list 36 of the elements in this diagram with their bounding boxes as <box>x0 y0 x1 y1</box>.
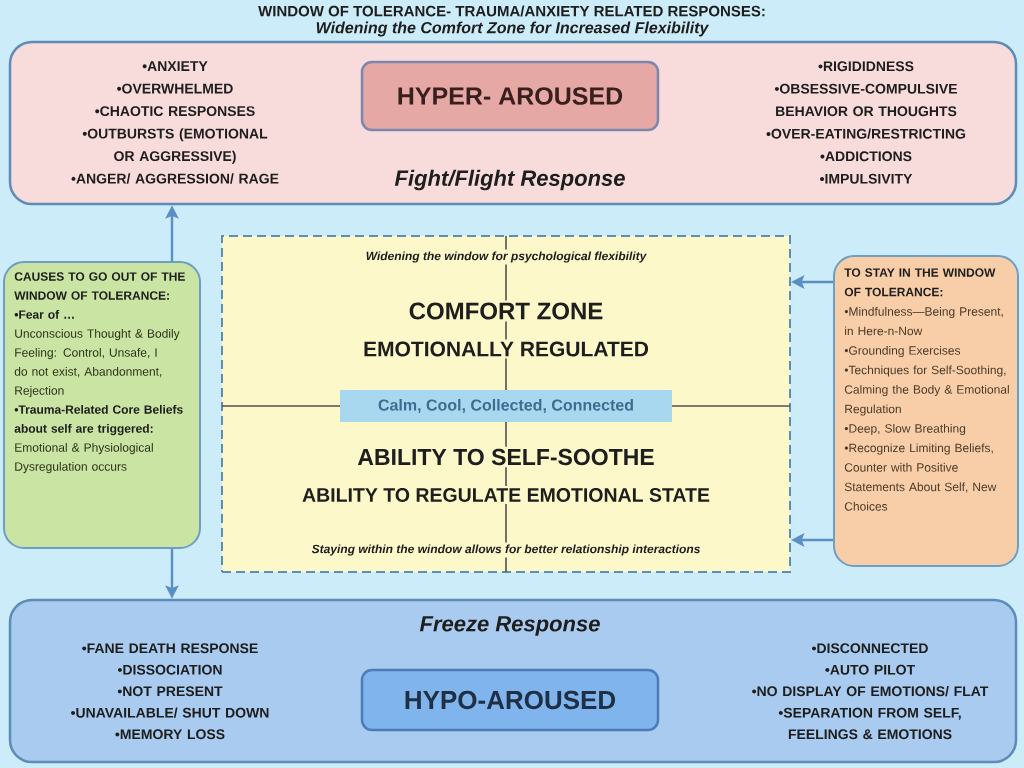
note-text: Staying within the window allows for better relationship interactions <box>309 542 703 558</box>
node-label: •RIGIDIDNESS <box>818 61 914 72</box>
node-label: •MEMORY LOSS <box>115 729 225 740</box>
zone-heading: ABILITY TO SELF-SOOTHE <box>355 446 657 468</box>
node-label: •FANE DEATH RESPONSE <box>82 643 258 654</box>
response-label: Freeze Response <box>419 616 600 636</box>
node-label: •UNAVAILABLE/ SHUT DOWN <box>71 707 269 718</box>
note-card: CAUSES TO GO OUT OF THE WINDOW OF TOLERANCE: •Fear of … Unconscious Thought & Bodily Feeling: Control, Unsafe, I do not exist, Abandonment, Rejection •Trauma-Related Core Beliefs about self are triggered: Emotional & Physiological Dysregulation occurs <box>3 261 201 549</box>
node-label: •OUTBURSTS (EMOTIONAL OR AGGRESSIVE) <box>82 128 268 164</box>
symptom-list: •FANE DEATH RESPONSE •DISSOCIATION •NOT PRESENT •UNAVAILABLE/ SHUT DOWN •MEMORY LOSS <box>71 643 269 740</box>
note-text: Widening the window for psychological flexibility <box>363 249 649 265</box>
highlight-box: Calm, Cool, Collected, Connected <box>340 390 672 422</box>
response-label: Fight/Flight Response <box>394 169 625 191</box>
symptom-list: •RIGIDIDNESS •OBSESSIVE-COMPULSIVE BEHAVIOR OR THOUGHTS •OVER-EATING/RESTRICTING •ADDICTIONS •IMPULSIVITY <box>766 61 966 184</box>
subtitle: Widening the Comfort Zone for Increased Flexibility <box>316 21 710 37</box>
node-label: •ANGER/ AGGRESSION/ RAGE <box>71 173 279 184</box>
node-label: •OVERWHELMED <box>117 83 233 94</box>
node-label: •CHAOTIC RESPONSES <box>95 106 255 117</box>
state-box: HYPO-AROUSED <box>360 668 660 732</box>
note-card: TO STAY IN THE WINDOW OF TOLERANCE: •Mindfulness—Being Present, in Here-n-Now •Grounding Exercises •Techniques for Self-Soothing, Calming the Body & Emotional Regulation •Deep, Slow Breathing •Recognize Limiting Beliefs, Counter with Positive Statements About Self, New Choices <box>833 255 1019 567</box>
node-label: •NOT PRESENT <box>117 686 223 697</box>
state-box: HYPER- AROUSED <box>360 60 660 132</box>
node-label: •ADDICTIONS <box>820 151 912 162</box>
node-label: •DISCONNECTED <box>811 643 928 654</box>
node-label: •NO DISPLAY OF EMOTIONS/ FLAT <box>752 685 989 697</box>
zone-subheading: ABILITY TO REGULATE EMOTIONAL STATE <box>300 486 712 504</box>
symptom-list: •ANXIETY •OVERWHELMED •CHAOTIC RESPONSES •OUTBURSTS (EMOTIONAL OR AGGRESSIVE) •ANGER/ AGGRESSION/ RAGE <box>71 61 279 184</box>
node-label: •OBSESSIVE-COMPULSIVE BEHAVIOR OR THOUGHTS <box>774 83 957 117</box>
title: WINDOW OF TOLERANCE- TRAUMA/ANXIETY RELATED RESPONSES: <box>258 5 765 17</box>
node-label: •IMPULSIVITY <box>820 173 913 184</box>
node-label: •DISSOCIATION <box>117 664 222 675</box>
node-label: •ANXIETY <box>142 61 208 71</box>
node-label: •AUTO PILOT <box>825 664 915 675</box>
node-label: •OVER-EATING/RESTRICTING <box>766 128 966 139</box>
node-label: •SEPARATION FROM SELF, FEELINGS & EMOTIONS <box>778 707 961 740</box>
symptom-list: •DISCONNECTED •AUTO PILOT •NO DISPLAY OF EMOTIONS/ FLAT •SEPARATION FROM SELF, FEELINGS & EMOTIONS <box>752 643 989 740</box>
